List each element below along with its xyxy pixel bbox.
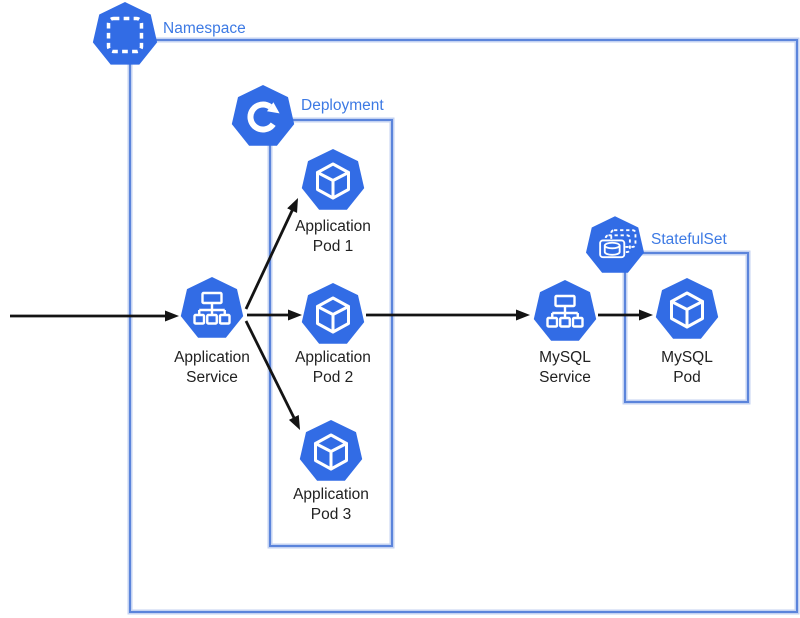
- edges: [10, 198, 653, 430]
- svg-text:Service: Service: [186, 369, 238, 386]
- application-service-label: Application Service: [174, 349, 250, 386]
- application-pod-2-label: Application Pod 2: [295, 349, 371, 386]
- deployment-boundary: [267, 117, 395, 549]
- svg-text:Service: Service: [539, 369, 591, 386]
- application-pod-3-icon: [300, 420, 362, 481]
- svg-text:Pod 1: Pod 1: [313, 238, 354, 255]
- svg-text:Application: Application: [295, 349, 371, 366]
- deployment-label: Deployment: [301, 97, 384, 114]
- deployment-icon: [232, 85, 294, 146]
- svg-text:Application: Application: [295, 218, 371, 235]
- svg-text:MySQL: MySQL: [539, 349, 591, 366]
- statefulset-boundary: [622, 250, 751, 405]
- edge-app-service-to-pod1: [244, 198, 298, 310]
- application-pod-3-label: Application Pod 3: [293, 486, 369, 523]
- application-pod-2-icon: [302, 283, 364, 344]
- application-service-icon: [181, 277, 243, 338]
- mysql-service-label: MySQL Service: [539, 349, 591, 386]
- svg-text:Pod 2: Pod 2: [313, 369, 354, 386]
- application-pod-1-icon: [302, 149, 364, 210]
- svg-text:Pod: Pod: [673, 369, 701, 386]
- svg-text:MySQL: MySQL: [661, 349, 713, 366]
- mysql-pod-label: MySQL Pod: [661, 349, 713, 386]
- statefulset-label: StatefulSet: [651, 231, 728, 248]
- svg-text:Pod 3: Pod 3: [311, 506, 352, 523]
- svg-text:Application: Application: [293, 486, 369, 503]
- namespace-boundary: [127, 37, 800, 615]
- statefulset-icon: [586, 216, 644, 273]
- edge-app-service-to-pod3: [244, 320, 301, 430]
- namespace-icon: [93, 2, 157, 65]
- mysql-service-icon: [534, 280, 596, 341]
- application-pod-1-label: Application Pod 1: [295, 218, 371, 255]
- namespace-label: Namespace: [163, 20, 246, 37]
- svg-text:Application: Application: [174, 349, 250, 366]
- mysql-pod-icon: [656, 278, 718, 339]
